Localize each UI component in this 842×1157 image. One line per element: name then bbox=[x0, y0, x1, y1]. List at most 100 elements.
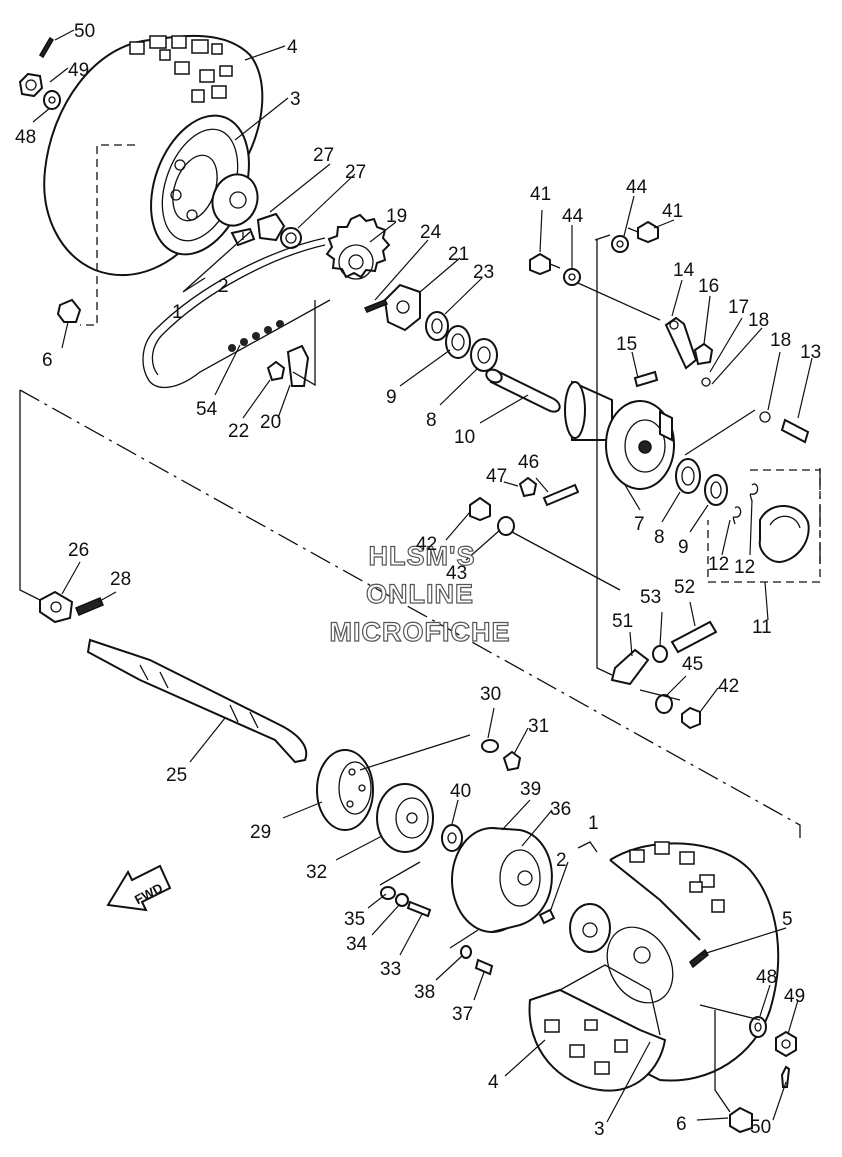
callout-label: 44 bbox=[626, 177, 648, 198]
callout-label: 49 bbox=[784, 986, 805, 1007]
callout-label: 15 bbox=[616, 334, 637, 355]
sprocket-hub-and-bearings bbox=[363, 283, 498, 372]
callout-label: 5 bbox=[782, 909, 793, 930]
rear-sprocket bbox=[325, 213, 391, 280]
axle-housing bbox=[564, 380, 675, 490]
callout-label: 34 bbox=[346, 934, 368, 955]
callout-label: 10 bbox=[454, 427, 475, 448]
callout-label: 9 bbox=[386, 387, 397, 408]
callout-label: 9 bbox=[678, 537, 689, 558]
callout-label: 3 bbox=[594, 1119, 605, 1140]
callout-label: 8 bbox=[654, 527, 665, 548]
caliper-and-bolts bbox=[469, 476, 718, 730]
watermark-line1: HLSM'S bbox=[369, 541, 476, 571]
chain-puller-parts bbox=[266, 344, 310, 387]
lower-wheel-tire bbox=[528, 841, 780, 1092]
callout-label: 16 bbox=[698, 276, 719, 297]
callout-label: 43 bbox=[446, 563, 467, 584]
brake-disc-32 bbox=[376, 783, 434, 853]
callout-label: 6 bbox=[676, 1114, 687, 1135]
callout-label: 12 bbox=[734, 557, 755, 578]
callout-label: 39 bbox=[520, 779, 541, 800]
callout-label: 13 bbox=[800, 342, 821, 363]
callout-label: 31 bbox=[528, 716, 549, 737]
callout-label: 18 bbox=[770, 330, 791, 351]
fwd-arrow-icon: FWD bbox=[106, 864, 172, 912]
callout-label: 35 bbox=[344, 909, 365, 930]
oil-seal-40 bbox=[441, 824, 463, 852]
watermark: HLSM'S ONLINE MICROFICHE bbox=[329, 540, 511, 647]
callout-label: 3 bbox=[290, 89, 301, 110]
callout-label: 24 bbox=[420, 222, 442, 243]
bearings-right bbox=[675, 458, 728, 506]
callout-label: 27 bbox=[313, 145, 334, 166]
callout-label: 50 bbox=[750, 1117, 771, 1138]
callout-label: 53 bbox=[640, 587, 661, 608]
callout-label: 46 bbox=[518, 452, 539, 473]
callout-label: 1 bbox=[588, 813, 599, 834]
callout-label: 48 bbox=[15, 127, 36, 148]
callout-label: 30 bbox=[480, 684, 501, 705]
callout-label: 48 bbox=[756, 967, 777, 988]
callout-label: 14 bbox=[673, 260, 695, 281]
callout-label: 6 bbox=[42, 350, 53, 371]
callout-label: 37 bbox=[452, 1004, 473, 1025]
callout-label: 18 bbox=[748, 310, 769, 331]
rear-axle-shaft bbox=[39, 590, 308, 764]
callout-label: 47 bbox=[486, 466, 507, 487]
callout-labels: 50 49 48 4 3 27 27 2 1 6 19 24 21 23 41 … bbox=[15, 21, 821, 1140]
callout-label: 21 bbox=[448, 244, 469, 265]
callout-label: 2 bbox=[556, 850, 567, 871]
callout-label: 45 bbox=[682, 654, 703, 675]
lower-nut-washer-pin bbox=[729, 1016, 797, 1134]
callout-label: 23 bbox=[473, 262, 494, 283]
callout-label: 4 bbox=[488, 1072, 499, 1093]
callout-label: 26 bbox=[68, 540, 89, 561]
brake-drum-36 bbox=[451, 827, 553, 933]
callout-label: 41 bbox=[662, 201, 683, 222]
lower-hub-and-bolts bbox=[380, 739, 611, 976]
callout-label: 50 bbox=[74, 21, 95, 42]
callout-label: 54 bbox=[196, 399, 218, 420]
callout-label: 22 bbox=[228, 421, 249, 442]
callout-label: 1 bbox=[172, 302, 183, 323]
reference-lines bbox=[19, 144, 821, 1113]
callout-label: 19 bbox=[386, 206, 407, 227]
callout-label: 42 bbox=[718, 676, 739, 697]
watermark-line2: ONLINE bbox=[366, 579, 474, 609]
callout-label: 7 bbox=[634, 514, 645, 535]
drive-chain bbox=[142, 237, 331, 389]
callout-leaders bbox=[32, 29, 813, 1123]
callout-label: 44 bbox=[562, 206, 584, 227]
axle-hub-29 bbox=[316, 749, 374, 831]
callout-label: 28 bbox=[110, 569, 131, 590]
upper-bolts bbox=[529, 220, 659, 286]
callout-label: 2 bbox=[218, 276, 229, 297]
callout-label: 51 bbox=[612, 611, 633, 632]
callout-label: 12 bbox=[708, 554, 729, 575]
callout-label: 42 bbox=[416, 534, 437, 555]
upper-nut-washer-pin bbox=[18, 36, 82, 323]
callout-label: 8 bbox=[426, 410, 437, 431]
callout-label: 4 bbox=[287, 37, 298, 58]
callout-label: 27 bbox=[345, 162, 366, 183]
callout-label: 11 bbox=[752, 617, 772, 638]
callout-label: 49 bbox=[68, 60, 89, 81]
axle-spacer-tube bbox=[485, 368, 561, 413]
callout-label: 25 bbox=[166, 765, 187, 786]
brake-cam-lever bbox=[633, 316, 810, 444]
watermark-line3: MICROFICHE bbox=[330, 617, 511, 647]
callout-label: 29 bbox=[250, 822, 271, 843]
callout-label: 20 bbox=[260, 412, 281, 433]
brake-shoe-assembly bbox=[732, 483, 810, 564]
upper-wheel-hub bbox=[211, 173, 302, 249]
callout-label: 32 bbox=[306, 862, 327, 883]
callout-label: 33 bbox=[380, 959, 401, 980]
callout-label: 17 bbox=[728, 297, 749, 318]
callout-label: 38 bbox=[414, 982, 435, 1003]
callout-label: 36 bbox=[550, 799, 571, 820]
callout-label: 40 bbox=[450, 781, 471, 802]
callout-label: 52 bbox=[674, 577, 695, 598]
callout-label: 41 bbox=[530, 184, 551, 205]
